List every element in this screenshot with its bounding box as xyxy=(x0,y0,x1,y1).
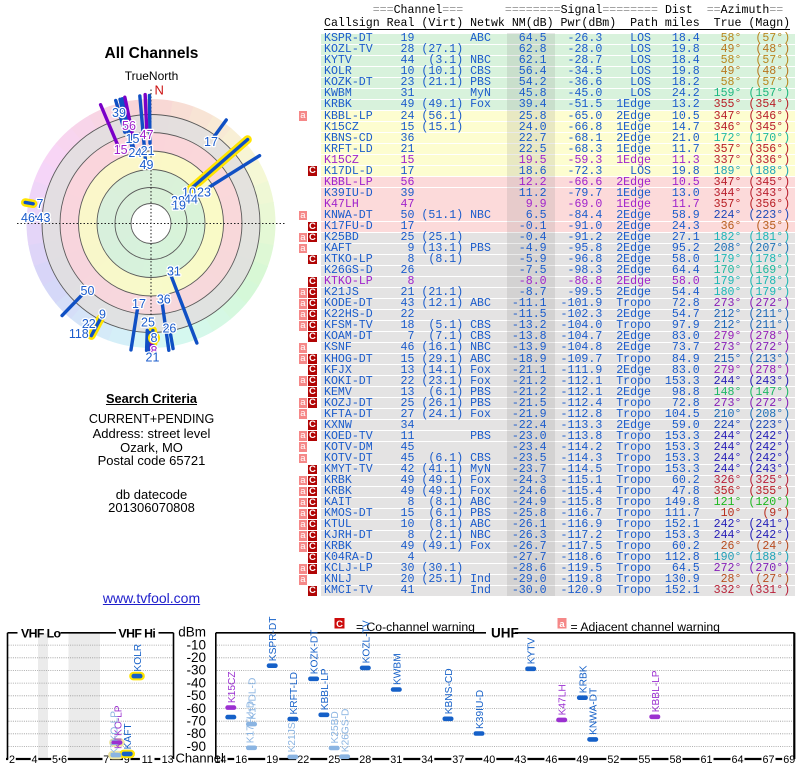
svg-text:K25BD: K25BD xyxy=(330,711,341,743)
svg-text:KAFT: KAFT xyxy=(123,723,134,749)
svg-text:KBBL-LP: KBBL-LP xyxy=(651,670,662,712)
svg-text:28: 28 xyxy=(171,194,185,208)
svg-text:31: 31 xyxy=(390,754,402,766)
svg-text:58: 58 xyxy=(669,754,681,766)
svg-text:22: 22 xyxy=(82,317,96,331)
svg-text:37: 37 xyxy=(452,754,464,766)
svg-text:24: 24 xyxy=(128,146,142,160)
svg-text:VHF Lo: VHF Lo xyxy=(21,626,62,640)
svg-text:19: 19 xyxy=(266,754,278,766)
svg-text:-30: -30 xyxy=(186,663,206,678)
svg-text:Channel: Channel xyxy=(176,751,225,766)
svg-text:34: 34 xyxy=(421,754,433,766)
svg-text:KOLR: KOLR xyxy=(133,644,144,672)
svg-text:17: 17 xyxy=(132,297,146,311)
svg-text:43: 43 xyxy=(37,211,51,225)
svg-text:46: 46 xyxy=(21,211,35,225)
svg-text:K17FU-D: K17FU-D xyxy=(246,701,257,743)
svg-text:11: 11 xyxy=(142,754,153,766)
svg-text:6: 6 xyxy=(61,754,67,766)
svg-text:21: 21 xyxy=(146,351,160,365)
svg-text:64: 64 xyxy=(731,754,743,766)
svg-text:8: 8 xyxy=(151,344,158,358)
svg-text:49: 49 xyxy=(140,158,154,172)
svg-text:44: 44 xyxy=(184,193,198,207)
svg-text:-80: -80 xyxy=(186,726,206,741)
svg-text:40: 40 xyxy=(483,754,495,766)
svg-text:19: 19 xyxy=(172,199,186,213)
svg-text:16: 16 xyxy=(235,754,247,766)
svg-text:KTKO-LP: KTKO-LP xyxy=(110,711,121,755)
svg-text:K39IU-D: K39IU-D xyxy=(475,690,486,729)
svg-text:15: 15 xyxy=(114,143,128,157)
svg-text:31: 31 xyxy=(167,265,181,279)
svg-text:56: 56 xyxy=(122,119,136,133)
svg-text:KWBM: KWBM xyxy=(392,653,403,685)
svg-text:KBBL-LP: KBBL-LP xyxy=(320,668,331,710)
svg-text:-70: -70 xyxy=(186,714,206,729)
svg-text:25: 25 xyxy=(141,316,155,330)
svg-text:C: C xyxy=(336,619,343,630)
svg-text:KRFT-LD: KRFT-LD xyxy=(289,672,300,714)
svg-text:9: 9 xyxy=(99,308,106,322)
svg-text:-20: -20 xyxy=(186,650,206,665)
svg-text:49: 49 xyxy=(576,754,588,766)
svg-text:K15CZ: K15CZ xyxy=(227,671,238,703)
svg-text:13: 13 xyxy=(162,754,174,766)
svg-text:28: 28 xyxy=(359,754,371,766)
svg-text:-40: -40 xyxy=(186,675,206,690)
svg-text:-60: -60 xyxy=(186,701,206,716)
svg-text:22: 22 xyxy=(297,754,309,766)
svg-text:15: 15 xyxy=(126,132,140,146)
svg-text:KSPR-DT: KSPR-DT xyxy=(268,616,279,661)
svg-text:= Co-channel warning: = Co-channel warning xyxy=(356,620,475,634)
svg-text:UHF: UHF xyxy=(491,625,519,640)
svg-text:21: 21 xyxy=(141,144,155,158)
svg-text:K21JS: K21JS xyxy=(287,722,298,752)
svg-text:= Adjacent channel warning: = Adjacent channel warning xyxy=(571,620,720,634)
svg-text:7: 7 xyxy=(103,754,109,766)
svg-text:47: 47 xyxy=(140,128,154,142)
svg-text:dBm: dBm xyxy=(178,625,206,640)
svg-text:9: 9 xyxy=(124,754,130,766)
svg-text:26: 26 xyxy=(162,321,176,335)
svg-text:-90: -90 xyxy=(186,739,206,754)
svg-text:a: a xyxy=(559,619,565,630)
svg-text:23: 23 xyxy=(197,186,211,200)
svg-text:4: 4 xyxy=(31,754,37,766)
svg-text:52: 52 xyxy=(607,754,619,766)
svg-text:46: 46 xyxy=(545,754,557,766)
svg-text:KRBK: KRBK xyxy=(578,665,589,693)
svg-text:KYTV: KYTV xyxy=(527,637,538,664)
svg-text:25: 25 xyxy=(328,754,340,766)
svg-text:-50: -50 xyxy=(186,688,206,703)
svg-text:N: N xyxy=(155,83,164,98)
svg-text:8: 8 xyxy=(151,331,158,345)
svg-text:K47LH: K47LH xyxy=(558,684,569,715)
svg-text:118: 118 xyxy=(69,327,89,341)
svg-text:KTKO-LP: KTKO-LP xyxy=(114,705,125,749)
svg-text:-10: -10 xyxy=(186,637,206,652)
svg-text:69: 69 xyxy=(783,754,795,766)
svg-text:7: 7 xyxy=(37,197,44,211)
svg-text:K26GS-D: K26GS-D xyxy=(341,709,352,753)
svg-text:5: 5 xyxy=(52,754,58,766)
svg-text:2: 2 xyxy=(9,754,15,766)
svg-text:17: 17 xyxy=(204,135,218,149)
svg-text:61: 61 xyxy=(700,754,712,766)
svg-text:10: 10 xyxy=(182,186,196,200)
svg-text:36: 36 xyxy=(157,293,171,307)
svg-text:39: 39 xyxy=(112,106,126,120)
svg-text:KNWA-DT: KNWA-DT xyxy=(589,688,600,735)
svg-text:50: 50 xyxy=(81,284,95,298)
svg-text:VHF Hi: VHF Hi xyxy=(119,626,156,640)
svg-text:KBNS-CD: KBNS-CD xyxy=(444,668,455,714)
svg-text:KOZL-TV: KOZL-TV xyxy=(361,620,372,663)
svg-text:55: 55 xyxy=(638,754,650,766)
svg-text:K17DL-D: K17DL-D xyxy=(248,678,259,720)
svg-text:14: 14 xyxy=(214,754,226,766)
svg-text:KOZK-DT: KOZK-DT xyxy=(310,630,321,675)
svg-text:67: 67 xyxy=(762,754,774,766)
svg-text:43: 43 xyxy=(514,754,526,766)
